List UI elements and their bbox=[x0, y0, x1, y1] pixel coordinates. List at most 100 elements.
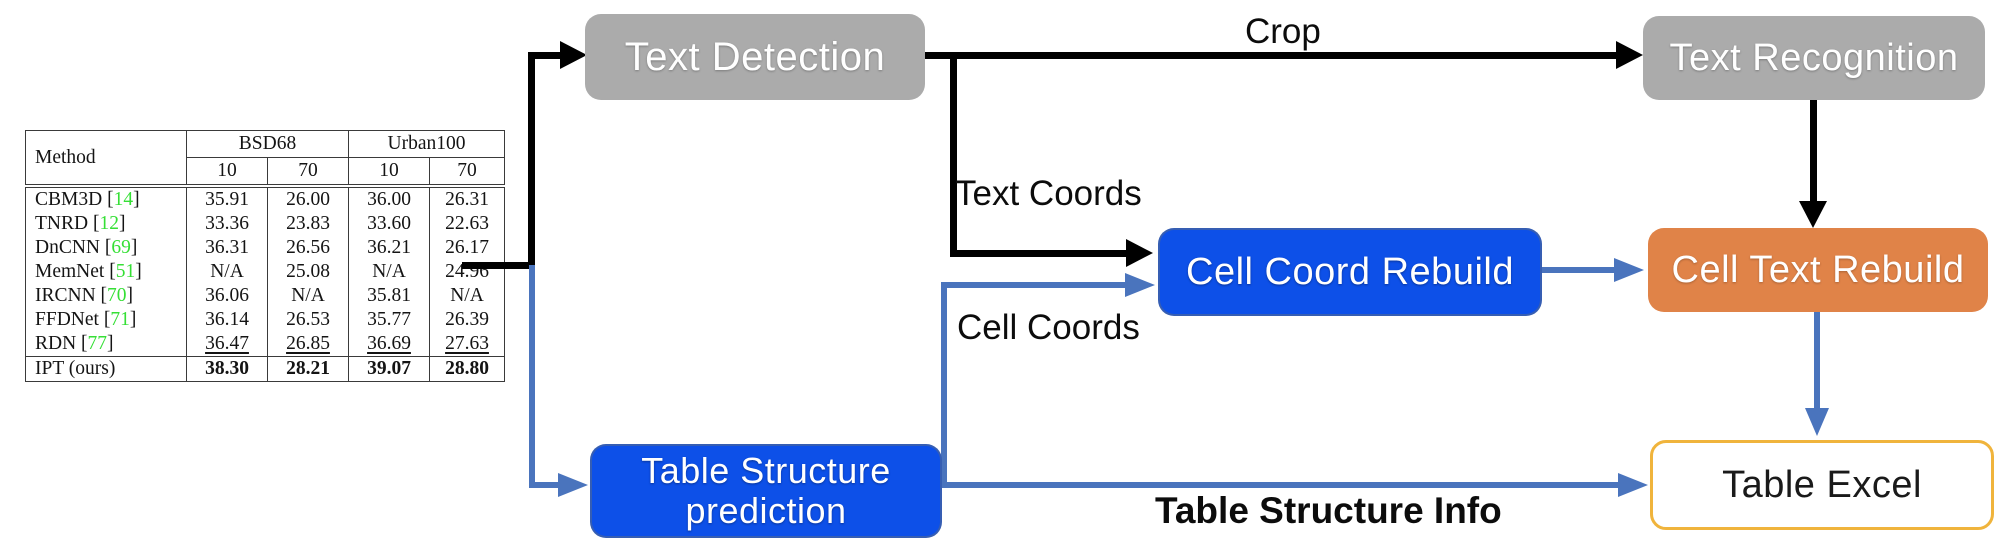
arrowhead-into-cell-text-rebuild-down bbox=[1799, 201, 1827, 228]
citation: [70] bbox=[100, 285, 134, 306]
value-cell: 26.39 bbox=[429, 308, 505, 332]
table-row: CBM3D [14] 35.91 26.00 36.00 26.31 bbox=[26, 186, 505, 212]
method-cell: IRCNN [70] bbox=[35, 285, 134, 306]
citation: [77] bbox=[81, 333, 114, 354]
arrowhead-into-table-excel-top bbox=[1805, 408, 1829, 436]
text-recognition-label: Text Recognition bbox=[1669, 36, 1959, 79]
citation: [71] bbox=[103, 309, 137, 330]
cell-coord-rebuild-node: Cell Coord Rebuild bbox=[1158, 228, 1542, 316]
value-cell: 35.77 bbox=[348, 308, 430, 332]
method-cell: IPT (ours) bbox=[35, 358, 116, 379]
value-cell: 36.21 bbox=[348, 236, 430, 260]
table-body: CBM3D [14] 35.91 26.00 36.00 26.31 TNRD … bbox=[25, 186, 505, 382]
value-cell: 39.07 bbox=[348, 356, 430, 382]
method-cell: DnCNN [69] bbox=[35, 237, 138, 258]
header-sub: 10 bbox=[186, 157, 268, 186]
value-cell: N/A bbox=[429, 284, 505, 308]
table-row: FFDNet [71] 36.14 26.53 35.77 26.39 bbox=[26, 308, 505, 332]
citation: [51] bbox=[109, 261, 142, 282]
table-structure-info-edge-label: Table Structure Info bbox=[1155, 490, 1502, 531]
text-recognition-node: Text Recognition bbox=[1643, 16, 1985, 100]
value-cell: 26.00 bbox=[267, 186, 349, 212]
table-header-row-groups: Method BSD68 Urban100 bbox=[26, 130, 505, 168]
header-sub: 10 bbox=[348, 157, 430, 186]
table-header-row-sub: 10 70 10 70 bbox=[26, 157, 505, 186]
arrowhead-into-cell-coord-rebuild-black bbox=[1126, 239, 1153, 267]
crop-edge-label: Crop bbox=[1245, 12, 1321, 51]
value-cell: 26.53 bbox=[267, 308, 349, 332]
line-cellcoords-right bbox=[941, 282, 1127, 288]
header-sub: 70 bbox=[429, 157, 505, 186]
value-cell: N/A bbox=[348, 260, 430, 284]
arrowhead-into-cell-coord-rebuild-blue bbox=[1125, 273, 1155, 297]
citation: [69] bbox=[104, 237, 138, 258]
line-to-tsp bbox=[529, 482, 561, 488]
value-cell: 28.21 bbox=[267, 356, 349, 382]
table-excel-node: Table Excel bbox=[1650, 440, 1994, 530]
method-cell: TNRD [12] bbox=[35, 213, 126, 234]
cell-text-rebuild-label: Cell Text Rebuild bbox=[1671, 248, 1965, 291]
value-cell: 33.36 bbox=[186, 212, 268, 236]
line-table-structure-info bbox=[938, 482, 1622, 488]
method-cell: CBM3D [14] bbox=[35, 189, 140, 210]
benchmark-table: Method BSD68 Urban100 10 70 10 70 CBM3D … bbox=[25, 130, 505, 382]
header-sub: 70 bbox=[267, 157, 349, 186]
value-cell: 36.00 bbox=[348, 186, 430, 212]
value-cell: 35.81 bbox=[348, 284, 430, 308]
header-method: Method bbox=[35, 146, 96, 168]
header-group-urban100: Urban100 bbox=[348, 130, 505, 158]
value-cell: 36.47 bbox=[186, 332, 268, 357]
line-textcoords-down bbox=[950, 55, 957, 257]
table-row: RDN [77] 36.47 26.85 36.69 27.63 bbox=[26, 332, 505, 357]
text-coords-edge-label: Text Coords bbox=[955, 174, 1142, 213]
line-branch-up bbox=[528, 52, 535, 269]
citation: [14] bbox=[107, 189, 140, 210]
value-cell: 27.63 bbox=[429, 332, 505, 357]
line-crop bbox=[925, 52, 1617, 59]
line-textrebuild-down bbox=[1814, 312, 1820, 410]
arrowhead-into-cell-text-rebuild-left bbox=[1614, 258, 1644, 282]
header-group-bsd68: BSD68 bbox=[186, 130, 349, 158]
value-cell: 26.85 bbox=[267, 332, 349, 357]
value-cell: 23.83 bbox=[267, 212, 349, 236]
text-detection-node: Text Detection bbox=[585, 14, 925, 100]
line-textcoords-right bbox=[950, 250, 1128, 257]
value-cell: 36.14 bbox=[186, 308, 268, 332]
value-cell: 36.69 bbox=[348, 332, 430, 357]
value-cell: 26.31 bbox=[429, 186, 505, 212]
input-table-figure: Method BSD68 Urban100 10 70 10 70 CBM3D … bbox=[25, 130, 505, 382]
arrowhead-into-tsp bbox=[558, 473, 588, 497]
line-coord-to-text-rebuild bbox=[1538, 267, 1616, 273]
line-branch-down bbox=[529, 265, 535, 488]
value-cell: 28.80 bbox=[429, 356, 505, 382]
line-recognition-down bbox=[1810, 100, 1817, 203]
text-detection-label: Text Detection bbox=[624, 34, 886, 79]
line-table-output bbox=[462, 262, 535, 269]
table-row: TNRD [12] 33.36 23.83 33.60 22.63 bbox=[26, 212, 505, 236]
table-excel-label: Table Excel bbox=[1722, 463, 1922, 506]
arrowhead-into-text-detection bbox=[560, 41, 587, 69]
line-to-text-detection bbox=[528, 52, 562, 59]
value-cell: N/A bbox=[186, 260, 268, 284]
table-row: DnCNN [69] 36.31 26.56 36.21 26.17 bbox=[26, 236, 505, 260]
value-cell: N/A bbox=[267, 284, 349, 308]
table-structure-prediction-node: Table Structure prediction bbox=[590, 444, 942, 538]
value-cell: 38.30 bbox=[186, 356, 268, 382]
arrowhead-into-table-excel-left bbox=[1618, 473, 1648, 497]
method-cell: RDN [77] bbox=[35, 333, 114, 354]
cell-coord-rebuild-label: Cell Coord Rebuild bbox=[1186, 250, 1514, 293]
value-cell: 26.17 bbox=[429, 236, 505, 260]
table-header: Method BSD68 Urban100 10 70 10 70 bbox=[25, 130, 505, 186]
value-cell: 35.91 bbox=[186, 186, 268, 212]
value-cell: 36.31 bbox=[186, 236, 268, 260]
arrowhead-into-text-recognition bbox=[1616, 41, 1643, 69]
table-row: MemNet [51] N/A 25.08 N/A 24.96 bbox=[26, 260, 505, 284]
value-cell: 36.06 bbox=[186, 284, 268, 308]
method-cell: MemNet [51] bbox=[35, 261, 142, 282]
value-cell: 33.60 bbox=[348, 212, 430, 236]
value-cell: 25.08 bbox=[267, 260, 349, 284]
cell-text-rebuild-node: Cell Text Rebuild bbox=[1648, 228, 1988, 312]
value-cell: 26.56 bbox=[267, 236, 349, 260]
value-cell: 22.63 bbox=[429, 212, 505, 236]
